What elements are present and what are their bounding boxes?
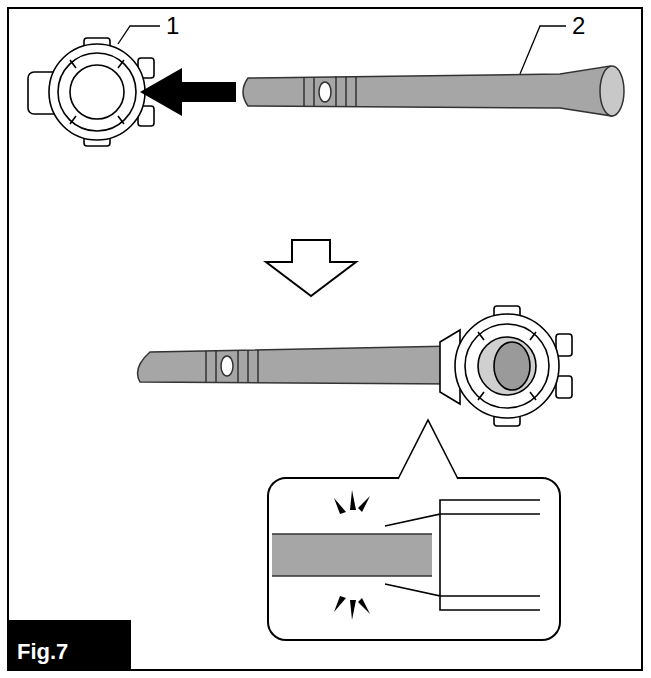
figure-number: Fig.7 xyxy=(17,639,68,664)
figure-tag: Fig.7 xyxy=(9,620,131,669)
callout-number: 2 xyxy=(570,14,587,38)
callout-number: 1 xyxy=(164,14,181,38)
